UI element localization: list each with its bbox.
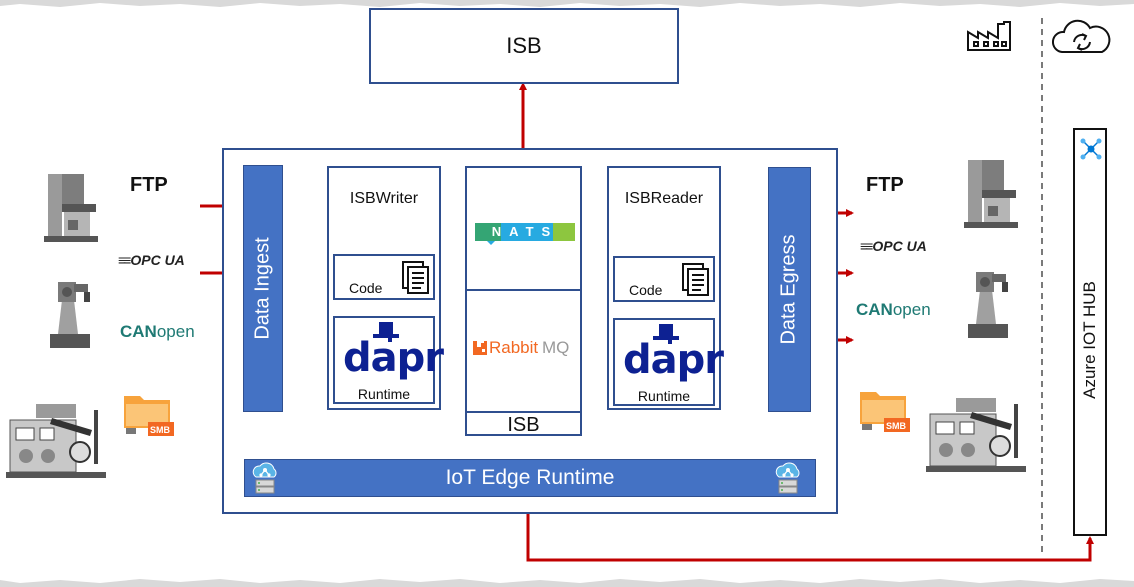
isb-center-label: ISB xyxy=(507,414,540,436)
rabbitmq-label-a: Rabbit xyxy=(489,338,539,357)
isb-writer-title: ISBWriter xyxy=(349,190,419,207)
isb-writer-code-label: Code xyxy=(349,280,383,296)
press-machine-icon xyxy=(964,160,1018,228)
iot-edge-runtime-bar: IoT Edge Runtime xyxy=(244,459,816,497)
isb-top-label: ISB xyxy=(506,33,542,58)
dapr-logo-text: dapr xyxy=(623,337,724,383)
isb-reader-runtime-label: Runtime xyxy=(637,388,691,404)
left-ftp-label: FTP xyxy=(130,174,168,196)
right-can-label: CAN xyxy=(856,300,893,319)
press-machine-icon xyxy=(44,174,98,242)
factory-icon xyxy=(967,21,1011,51)
iot-edge-runtime-label: IoT Edge Runtime xyxy=(445,466,615,489)
left-opcua-logo: ≡≡OPC UA xyxy=(118,252,185,268)
isb-writer-runtime-label: Runtime xyxy=(357,386,411,402)
dapr-logo-text: dapr xyxy=(343,335,444,381)
data-ingest-label: Data Ingest xyxy=(251,237,274,340)
robot-arm-icon xyxy=(50,282,90,348)
left-canopen-logo: CANopen xyxy=(120,322,195,342)
robot-arm-icon xyxy=(968,272,1008,338)
isb-top-box: ISB xyxy=(369,8,679,84)
smb-folder-icon xyxy=(860,392,910,432)
left-can-label: CAN xyxy=(120,322,157,341)
industrial-machine-icon xyxy=(926,398,1026,472)
edge-hub-icon xyxy=(775,462,800,494)
edge-hub-icon xyxy=(252,462,277,494)
opcua-mark-icon: ≡≡ xyxy=(118,252,131,268)
torn-edge-top xyxy=(0,0,1134,7)
isb-reader-title: ISBReader xyxy=(624,190,704,207)
right-opcua-logo: ≡≡OPC UA xyxy=(860,238,927,254)
isb-center-divider xyxy=(467,289,580,291)
left-opcua-label: OPC UA xyxy=(130,252,185,268)
iot-hub-icon xyxy=(1080,138,1102,160)
nats-label: NATS xyxy=(491,224,559,239)
dapr-hat-icon xyxy=(373,322,399,342)
torn-edge-bottom xyxy=(0,579,1134,587)
document-icon xyxy=(402,261,429,294)
right-ftp-label: FTP xyxy=(866,174,904,196)
data-egress-label: Data Egress xyxy=(778,234,800,345)
data-ingest-bar: Data Ingest xyxy=(243,165,283,412)
right-smb-label: SMB xyxy=(886,421,906,431)
nats-logo-shape xyxy=(475,223,575,245)
left-smb-label: SMB xyxy=(150,425,170,435)
document-icon xyxy=(682,263,709,296)
isb-center-module: NATS Rabbit MQ ISB xyxy=(465,166,582,436)
rabbitmq-logo: Rabbit MQ xyxy=(473,338,583,360)
azure-iot-hub-label: Azure IOT HUB xyxy=(1080,281,1099,399)
cloud-icon xyxy=(1052,19,1111,53)
isb-reader-dapr-box: dapr Runtime xyxy=(613,318,724,406)
rabbitmq-label-b: MQ xyxy=(542,338,570,357)
isb-reader-code-box: Code xyxy=(613,256,715,302)
right-canopen-logo: CANopen xyxy=(856,300,931,320)
smb-folder-icon xyxy=(124,396,174,436)
data-egress-bar: Data Egress xyxy=(768,167,811,412)
right-opcua-label: OPC UA xyxy=(872,238,927,254)
isb-writer-dapr-box: dapr Runtime xyxy=(333,316,444,404)
left-open-label: open xyxy=(156,322,195,341)
industrial-machine-icon xyxy=(6,404,106,478)
edge-to-azure-arrow xyxy=(526,498,1094,562)
opcua-mark-icon: ≡≡ xyxy=(860,238,873,254)
rabbitmq-icon xyxy=(473,341,487,355)
azure-iot-hub-box: Azure IOT HUB xyxy=(1073,128,1107,536)
right-open-label: open xyxy=(892,300,931,319)
nats-logo: NATS xyxy=(475,223,575,245)
dapr-hat-icon xyxy=(653,324,679,344)
isb-center-divider-bottom xyxy=(467,411,580,413)
isb-writer-code-box: Code xyxy=(333,254,435,300)
isb-reader-code-label: Code xyxy=(629,282,663,298)
